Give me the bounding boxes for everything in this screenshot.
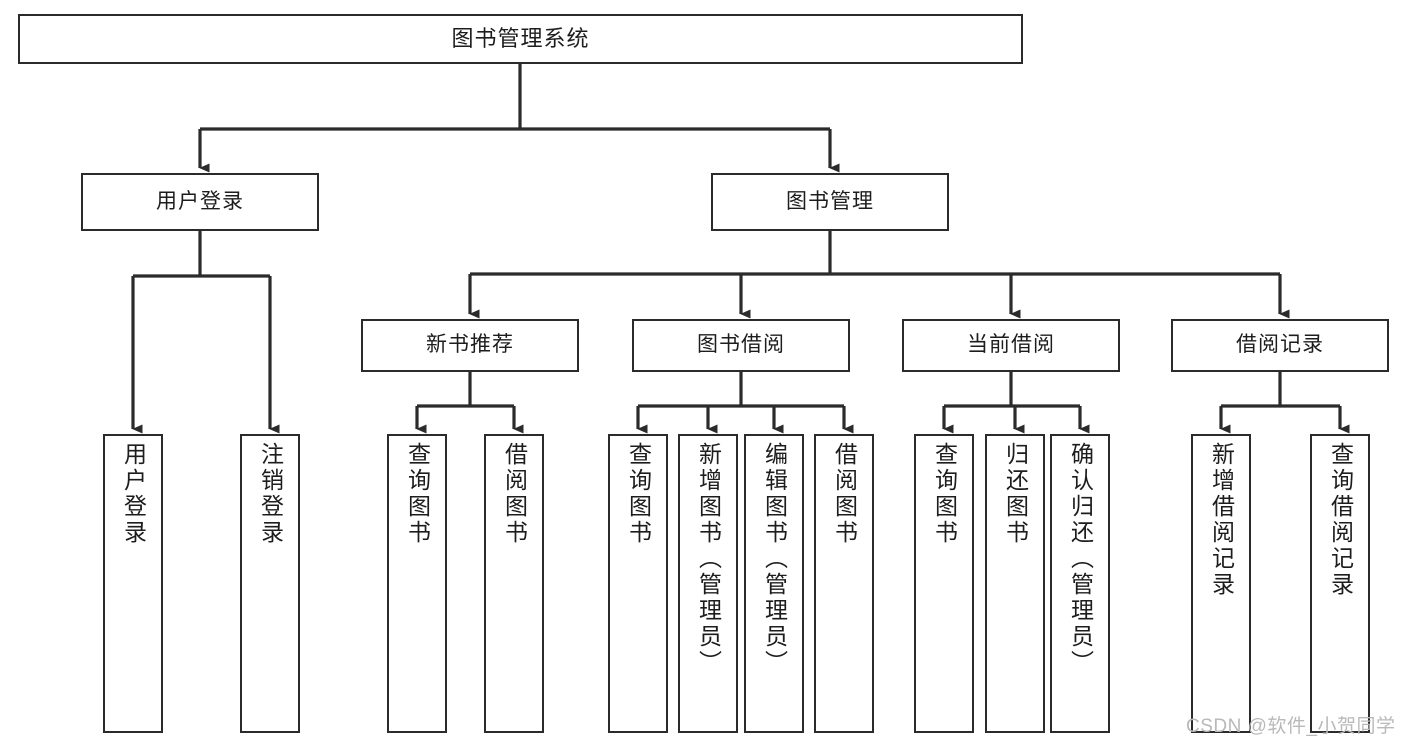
node-root-label: 图书管理系统 bbox=[451, 26, 590, 52]
leaf-query-borrow-record[interactable]: 查询借阅记录 bbox=[1310, 434, 1370, 733]
leaf-query-book-current-label: 查询图书 bbox=[931, 442, 958, 546]
leaf-add-book-admin[interactable]: 新增图书（管理员） bbox=[678, 434, 738, 733]
node-user-login-label: 用户登录 bbox=[156, 189, 244, 213]
leaf-query-book-borrow-label: 查询图书 bbox=[625, 442, 652, 546]
leaf-add-book-admin-label: 新增图书（管理员） bbox=[695, 442, 722, 676]
leaf-add-borrow-record-label: 新增借阅记录 bbox=[1208, 442, 1235, 598]
leaf-query-book-recommend-label: 查询图书 bbox=[404, 442, 431, 546]
node-book-management[interactable]: 图书管理 bbox=[711, 173, 949, 231]
leaf-user-login-label: 用户登录 bbox=[120, 442, 147, 546]
leaf-borrow-book-recommend-label: 借阅图书 bbox=[501, 442, 528, 546]
leaf-query-book-borrow[interactable]: 查询图书 bbox=[608, 434, 668, 733]
leaf-logout-label: 注销登录 bbox=[257, 442, 284, 546]
leaf-logout[interactable]: 注销登录 bbox=[240, 434, 300, 733]
leaf-borrow-book-recommend[interactable]: 借阅图书 bbox=[484, 434, 544, 733]
leaf-borrow-book-label: 借阅图书 bbox=[831, 442, 858, 546]
node-borrow-record-label: 借阅记录 bbox=[1236, 333, 1324, 357]
node-book-management-label: 图书管理 bbox=[786, 189, 874, 213]
node-new-book-recommend[interactable]: 新书推荐 bbox=[361, 319, 579, 372]
node-book-borrow-label: 图书借阅 bbox=[697, 333, 785, 357]
leaf-edit-book-admin-label: 编辑图书（管理员） bbox=[761, 442, 788, 676]
node-user-login[interactable]: 用户登录 bbox=[81, 173, 319, 231]
node-current-borrow[interactable]: 当前借阅 bbox=[902, 319, 1120, 372]
leaf-add-borrow-record[interactable]: 新增借阅记录 bbox=[1191, 434, 1251, 733]
node-root[interactable]: 图书管理系统 bbox=[18, 14, 1023, 64]
leaf-confirm-return-admin[interactable]: 确认归还（管理员） bbox=[1050, 434, 1110, 733]
node-book-borrow[interactable]: 图书借阅 bbox=[632, 319, 850, 372]
leaf-user-login[interactable]: 用户登录 bbox=[103, 434, 163, 733]
leaf-confirm-return-admin-label: 确认归还（管理员） bbox=[1067, 442, 1094, 676]
leaf-borrow-book[interactable]: 借阅图书 bbox=[814, 434, 874, 733]
node-current-borrow-label: 当前借阅 bbox=[967, 333, 1055, 357]
leaf-return-book-label: 归还图书 bbox=[1002, 442, 1029, 546]
leaf-return-book[interactable]: 归还图书 bbox=[985, 434, 1045, 733]
leaf-query-book-current[interactable]: 查询图书 bbox=[914, 434, 974, 733]
node-new-book-recommend-label: 新书推荐 bbox=[426, 333, 514, 357]
leaf-query-book-recommend[interactable]: 查询图书 bbox=[387, 434, 447, 733]
csdn-watermark: CSDN @软件_小贺同学 bbox=[1186, 716, 1396, 737]
leaf-edit-book-admin[interactable]: 编辑图书（管理员） bbox=[744, 434, 804, 733]
node-borrow-record[interactable]: 借阅记录 bbox=[1171, 319, 1389, 372]
leaf-query-borrow-record-label: 查询借阅记录 bbox=[1327, 442, 1354, 598]
